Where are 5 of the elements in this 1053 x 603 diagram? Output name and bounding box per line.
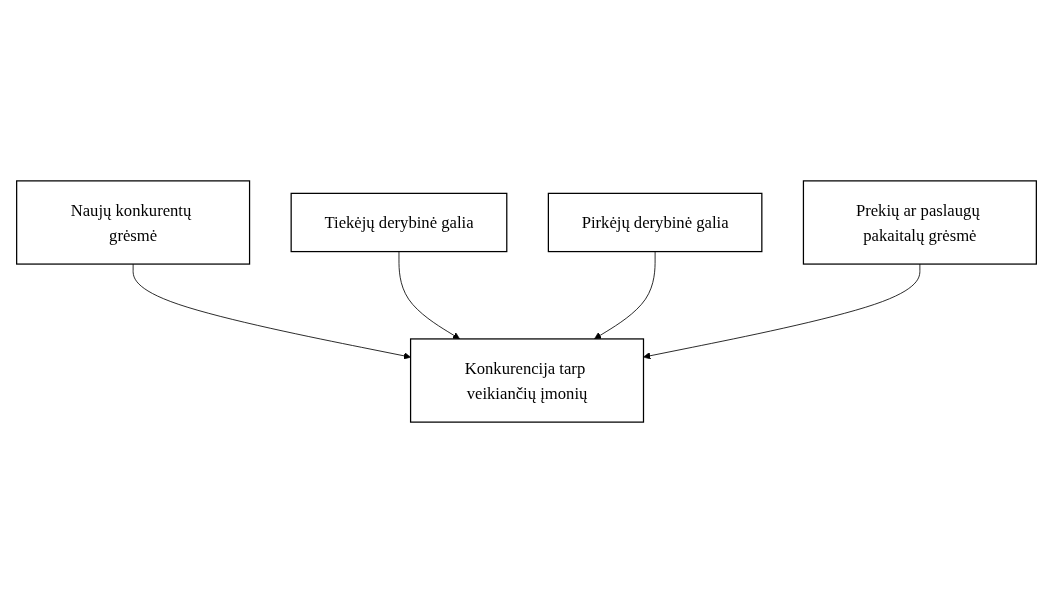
node-box: Naujų konkurentų grėsmė: [16, 180, 251, 265]
node-box: Pirkėjų derybinė galia: [547, 192, 763, 253]
node-box: Tiekėjų derybinė galia: [290, 192, 508, 253]
node-box: Konkurencija tarp veikiančių įmonių: [409, 338, 645, 423]
node-box: Prekių ar paslaugų pakaitalų grėsmė: [802, 180, 1037, 265]
